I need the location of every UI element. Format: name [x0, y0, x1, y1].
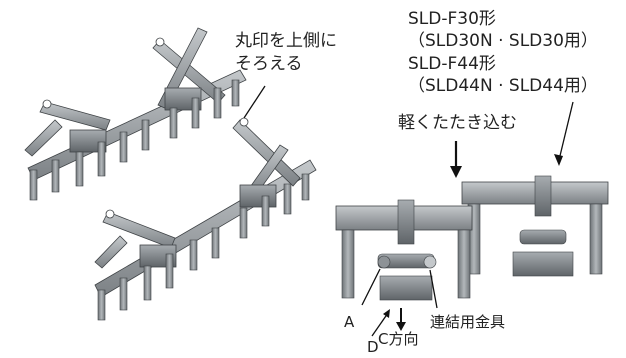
model-f44-leader	[558, 101, 574, 161]
spacer-assembly-upper	[24, 27, 247, 201]
spacer-hub	[239, 184, 277, 208]
alignment-circle-mark	[155, 37, 165, 47]
alignment-circle-mark	[239, 117, 249, 127]
spacer-assembly-lower	[94, 117, 317, 321]
tap-in-arrow-head	[450, 166, 462, 178]
part-a-leader	[361, 268, 381, 306]
part-a-knob	[377, 255, 391, 269]
connector-label: 連結用金具	[430, 313, 506, 331]
align-note-line1: 丸印を上側に	[235, 31, 337, 51]
model-f30-sub-label: （SLD30N · SLD30用）	[408, 31, 598, 51]
part-d-label: D	[367, 338, 379, 356]
connector-leader	[429, 269, 438, 309]
spacer-unit-rear	[461, 175, 609, 277]
connector-fitting	[423, 255, 437, 269]
model-f44-sub-label: （SLD44N · SLD44用）	[408, 76, 598, 96]
spacer-legs	[29, 79, 240, 201]
arrows	[383, 141, 563, 331]
spacer-legs	[97, 173, 310, 321]
part-d-arrow-head	[383, 309, 390, 318]
spacer-unit-front	[335, 199, 473, 301]
c-direction-label: C方向	[378, 330, 419, 348]
model-f44-label: SLD-F44形	[408, 54, 496, 74]
align-note-line2: そろえる	[235, 54, 303, 74]
part-d-leader	[371, 312, 389, 337]
c-direction-arrow-head	[396, 322, 406, 331]
spacer-hub	[69, 129, 107, 153]
part-a-label: A	[344, 313, 355, 331]
tap-in-label: 軽くたたき込む	[398, 113, 517, 133]
spacer-cross-arm	[24, 119, 63, 157]
connected-spacers-front-view	[335, 175, 609, 301]
model-f44-arrow-head	[554, 154, 563, 166]
spacer-cross-arm	[94, 235, 128, 269]
leader-lines	[243, 85, 574, 337]
alignment-circle-mark	[42, 99, 52, 109]
align-note-leader	[243, 85, 266, 119]
alignment-circle-mark	[105, 209, 115, 219]
model-f30-label: SLD-F30形	[408, 9, 496, 29]
